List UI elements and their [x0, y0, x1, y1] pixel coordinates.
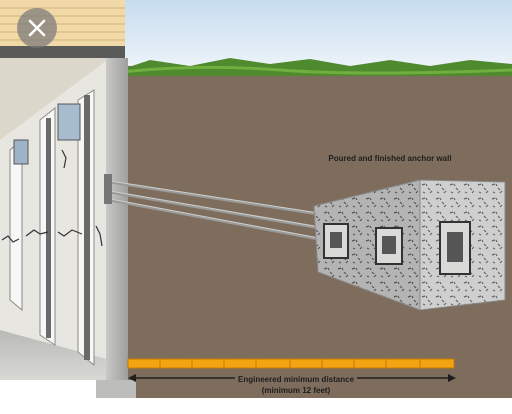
footing: [96, 380, 136, 398]
anchor-wall-block: [313, 179, 506, 311]
anchor-wall-label: Poured and finished anchor wall: [328, 154, 452, 163]
wall-plate: [104, 174, 112, 204]
sky: [120, 0, 512, 70]
basement-windows: [13, 103, 81, 165]
distance-label: Engineered minimum distance (minimum 12 …: [196, 374, 396, 396]
distance-measure-bar: [127, 358, 455, 369]
close-button[interactable]: [17, 8, 57, 48]
anchor-plates: [323, 221, 471, 275]
wall-cracks: [1, 149, 103, 247]
distance-label-line2: (minimum 12 feet): [261, 386, 331, 395]
sill-plate: [0, 46, 125, 58]
close-icon: [28, 19, 46, 37]
wall-braces: [9, 89, 95, 367]
basement-floor: [0, 330, 110, 380]
foundation-wall: [106, 58, 128, 388]
distance-label-line1: Engineered minimum distance: [234, 374, 358, 385]
